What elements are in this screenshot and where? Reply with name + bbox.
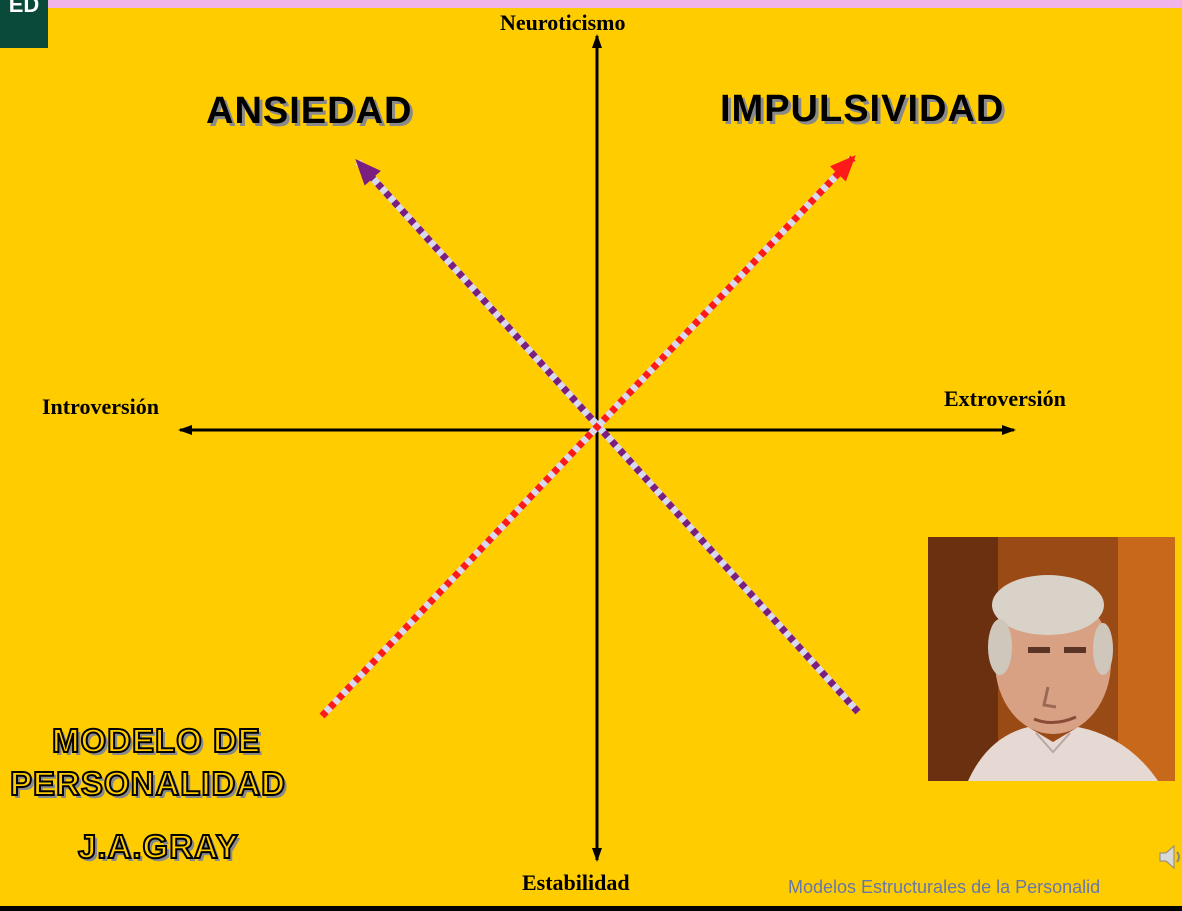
logo-text: ED [8, 0, 40, 17]
portrait-illustration [928, 537, 1175, 781]
model-title-line1: MODELO DE [51, 721, 261, 760]
axis-label-right: Extroversión [944, 386, 1066, 411]
portrait-photo [928, 537, 1175, 781]
quadrant-label-ansiedad: ANSIEDAD [206, 90, 413, 132]
model-author: J.A.GRAY [77, 827, 239, 866]
axis-label-bottom: Estabilidad [522, 870, 630, 895]
model-title-line2: PERSONALIDAD [9, 764, 287, 803]
impulsividad-arrow [319, 155, 856, 719]
ansiedad-arrow [355, 159, 861, 715]
axis-label-left: Introversión [42, 394, 159, 419]
bottom-decorative-bar [0, 906, 1182, 911]
top-decorative-bar [0, 0, 1182, 8]
footer-caption: Modelos Estructurales de la Personalid [788, 877, 1101, 897]
quadrant-label-impulsividad: IMPULSIVIDAD [720, 88, 1005, 130]
logo: ED [0, 0, 48, 48]
axis-label-top: Neuroticismo [500, 10, 626, 35]
speaker-icon[interactable] [1158, 842, 1182, 872]
